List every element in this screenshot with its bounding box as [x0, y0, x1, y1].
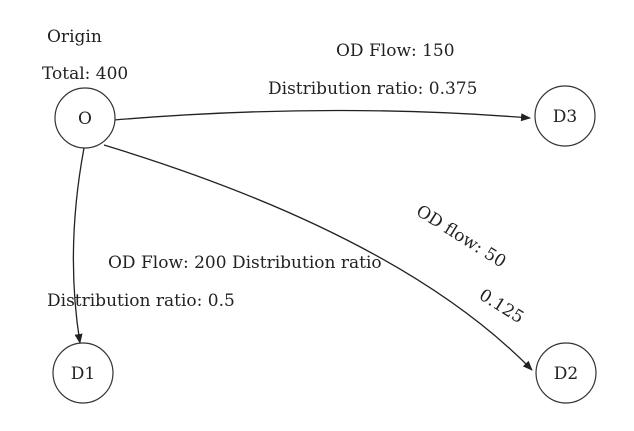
origin-total: Total: 400	[42, 64, 128, 84]
edge-o-d3-flow-label: OD Flow: 150	[336, 41, 455, 61]
node-d3-circle	[534, 85, 596, 147]
node-d3-label: D3	[553, 107, 577, 127]
origin-caption: Origin	[47, 27, 102, 47]
node-d2: D2	[535, 342, 597, 404]
node-d2-circle	[535, 342, 597, 404]
edge-o-d1	[72, 147, 85, 344]
node-d2-label: D2	[554, 364, 578, 384]
node-d3: D3	[534, 85, 596, 147]
node-d1-circle	[52, 342, 114, 404]
node-origin: O	[54, 87, 116, 149]
node-origin-circle	[54, 87, 116, 149]
edge-o-d2-ratio-label: 0.125	[475, 285, 527, 328]
node-d1-label: D1	[71, 364, 95, 384]
node-origin-label: O	[78, 109, 92, 129]
edge-o-d1-ratio-label: Distribution ratio: 0.5	[47, 291, 235, 311]
edge-o-d3	[113, 109, 531, 122]
node-d1: D1	[52, 342, 114, 404]
edge-o-d3-ratio-label: Distribution ratio: 0.375	[268, 79, 477, 99]
edge-o-d2	[103, 144, 533, 371]
edge-o-d2-flow-label: OD flow: 50	[412, 201, 509, 272]
edge-o-d1-flow-label: OD Flow: 200 Distribution ratio	[108, 253, 382, 273]
